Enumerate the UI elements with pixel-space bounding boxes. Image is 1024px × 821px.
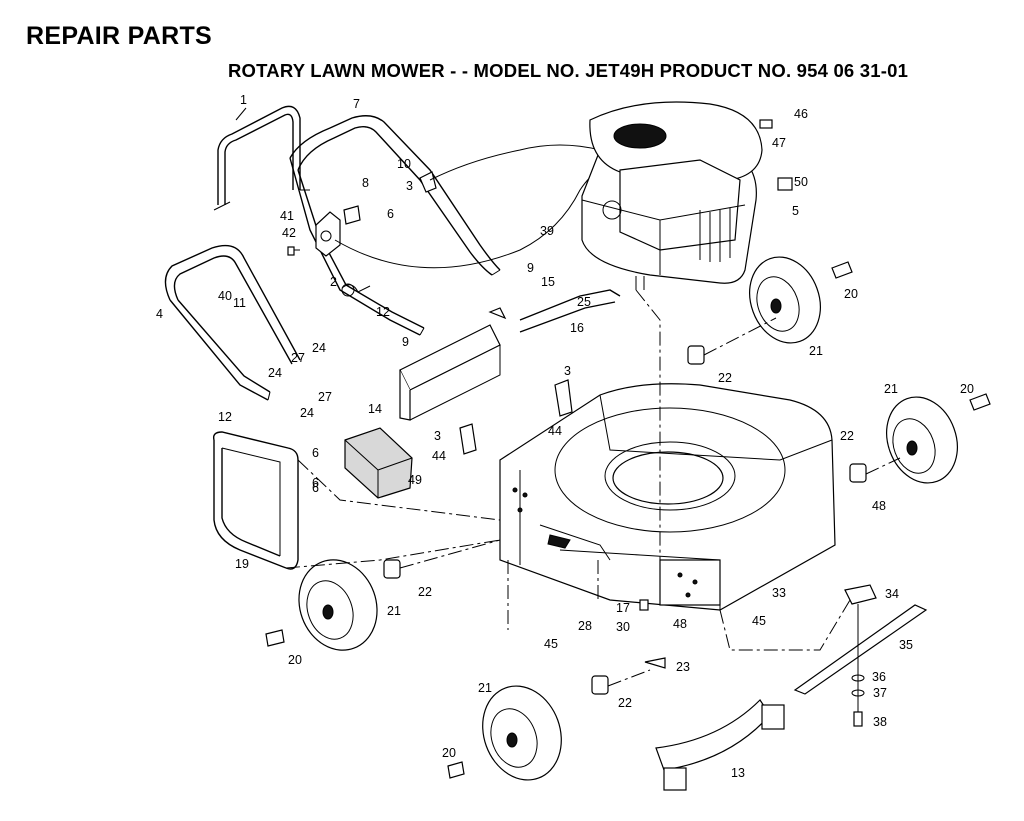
part-label-45: 45 [544, 637, 558, 651]
wheel-rear-left [482, 685, 562, 781]
part-label-9: 9 [402, 335, 409, 349]
part-label-35: 35 [899, 638, 913, 652]
part-label-49: 49 [408, 473, 422, 487]
part-label-24: 24 [300, 406, 314, 420]
part-label-17: 17 [616, 601, 630, 615]
part-label-21: 21 [478, 681, 492, 695]
assembly-lines [285, 289, 901, 687]
part-label-3: 3 [434, 429, 441, 443]
misc-small-parts [459, 119, 793, 669]
part-label-40: 40 [218, 289, 232, 303]
part-label-45: 45 [752, 614, 766, 628]
part-label-30: 30 [616, 620, 630, 634]
part-label-2: 2 [330, 275, 337, 289]
part-label-14: 14 [368, 402, 382, 416]
part-label-22: 22 [618, 696, 632, 710]
part-label-6: 6 [312, 481, 319, 495]
part-label-19: 19 [235, 557, 249, 571]
part-label-6: 6 [312, 476, 319, 490]
part-label-39: 39 [540, 224, 554, 238]
part-label-5: 5 [792, 204, 799, 218]
part-label-24: 24 [312, 341, 326, 355]
part-label-41: 41 [280, 209, 294, 223]
bracket-part [344, 427, 413, 499]
part-label-48: 48 [872, 499, 886, 513]
rear-flap-part [399, 324, 501, 421]
part-label-4: 4 [156, 307, 163, 321]
part-label-42: 42 [282, 226, 296, 240]
control-bracket-part [287, 171, 437, 297]
part-label-23: 23 [676, 660, 690, 674]
part-label-22: 22 [718, 371, 732, 385]
part-label-38: 38 [873, 715, 887, 729]
part-label-20: 20 [960, 382, 974, 396]
wheel-front-right [749, 256, 821, 344]
engine-part [581, 101, 763, 290]
part-label-33: 33 [772, 586, 786, 600]
part-label-50: 50 [794, 175, 808, 189]
control-cable [334, 144, 601, 269]
part-label-36: 36 [872, 670, 886, 684]
blade-assembly [793, 584, 928, 727]
part-label-46: 46 [794, 107, 808, 121]
page-subtitle: ROTARY LAWN MOWER - - MODEL NO. JET49H P… [228, 60, 909, 81]
part-label-3: 3 [406, 179, 413, 193]
part-label-25: 25 [577, 295, 591, 309]
part-label-34: 34 [885, 587, 899, 601]
part-label-11: 11 [233, 296, 246, 310]
part-label-22: 22 [418, 585, 432, 599]
part-label-24: 24 [268, 366, 282, 380]
mower-deck-part [499, 383, 836, 611]
part-label-20: 20 [288, 653, 302, 667]
part-label-10: 10 [397, 157, 411, 171]
part-label-21: 21 [387, 604, 401, 618]
part-label-13: 13 [731, 766, 745, 780]
page-title: REPAIR PARTS [26, 22, 213, 50]
rear-guard-part [655, 699, 785, 791]
part-label-47: 47 [772, 136, 786, 150]
lower-handle-part [164, 244, 301, 401]
part-label-12: 12 [218, 410, 232, 424]
part-label-20: 20 [844, 287, 858, 301]
wheel-rear-right [886, 396, 958, 484]
part-label-22: 22 [840, 429, 854, 443]
part-label-48: 48 [673, 617, 687, 631]
part-label-16: 16 [570, 321, 584, 335]
part-label-21: 21 [884, 382, 898, 396]
part-label-9: 9 [527, 261, 534, 275]
grass-bag-frame-part [212, 431, 299, 570]
wheel-front-left [298, 559, 378, 651]
part-label-6: 6 [387, 207, 394, 221]
part-label-44: 44 [548, 424, 562, 438]
upper-handle-part [213, 105, 310, 211]
part-label-12: 12 [376, 305, 390, 319]
part-label-44: 44 [432, 449, 446, 463]
part-label-37: 37 [873, 686, 887, 700]
part-label-28: 28 [578, 619, 592, 633]
part-label-20: 20 [442, 746, 456, 760]
part-label-15: 15 [541, 275, 555, 289]
part-label-7: 7 [353, 97, 360, 111]
part-label-1: 1 [240, 93, 247, 107]
part-label-6: 6 [312, 446, 319, 460]
part-label-27: 27 [318, 390, 332, 404]
part-label-27: 27 [291, 351, 305, 365]
part-label-8: 8 [362, 176, 369, 190]
part-label-3: 3 [564, 364, 571, 378]
part-label-21: 21 [809, 344, 823, 358]
handle-part [289, 115, 501, 336]
